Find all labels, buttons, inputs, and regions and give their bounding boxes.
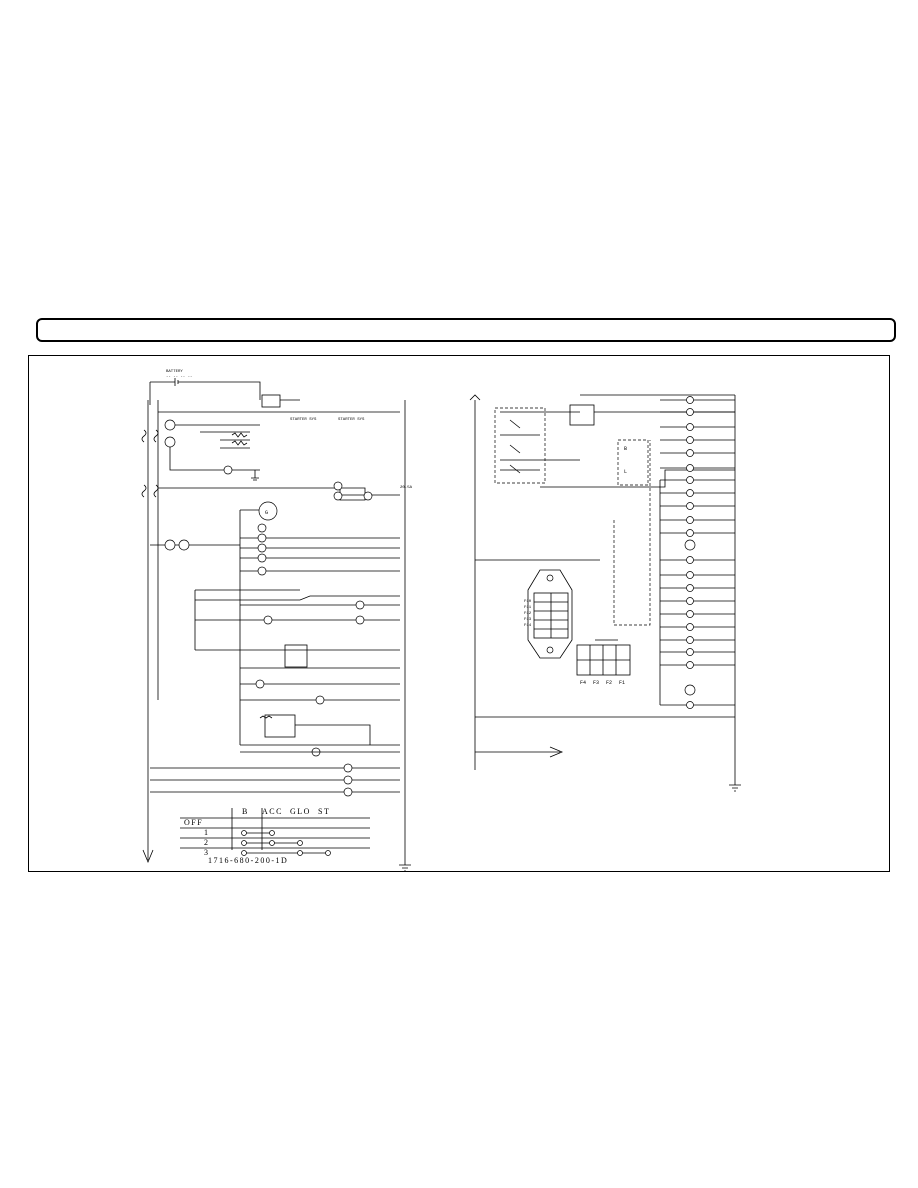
switch-link-node bbox=[269, 840, 275, 846]
output-terminal bbox=[686, 597, 694, 605]
output-terminal bbox=[686, 396, 694, 404]
relay-label-l: L bbox=[624, 469, 627, 475]
output-terminal bbox=[686, 584, 694, 592]
output-terminal bbox=[686, 610, 694, 618]
switch-row-2: 2 bbox=[204, 838, 210, 847]
output-terminal bbox=[686, 423, 694, 431]
output-terminal bbox=[686, 436, 694, 444]
generator-label: G bbox=[265, 510, 268, 516]
output-terminal bbox=[686, 476, 694, 484]
right-output-rows bbox=[660, 396, 735, 709]
battery-block: BATTERY -- -- -- -- bbox=[149, 370, 261, 405]
output-terminal bbox=[686, 623, 694, 631]
output-terminal bbox=[686, 648, 694, 656]
left-wiring-diagram: BATTERY -- -- -- -- STARTER SYS STARTER … bbox=[141, 370, 413, 872]
fuse-label-b1: F3 bbox=[593, 680, 599, 686]
output-terminal bbox=[686, 489, 694, 497]
starter-symbol bbox=[164, 419, 176, 431]
svg-text:BATTERY: BATTERY bbox=[166, 370, 183, 374]
svg-text:STARTER SYS: STARTER SYS bbox=[290, 418, 317, 422]
fuse-label-l1: F11 bbox=[524, 606, 532, 610]
output-terminal bbox=[686, 408, 694, 416]
output-terminal bbox=[686, 464, 694, 472]
switch-link-node bbox=[241, 850, 247, 856]
generator-symbol bbox=[258, 501, 278, 521]
relay-label-b: B bbox=[624, 446, 627, 452]
svg-text:-- -- -- --: -- -- -- -- bbox=[166, 375, 192, 379]
fuse-label-b3: F1 bbox=[619, 680, 625, 686]
fuse-label-l2: F12 bbox=[524, 612, 532, 616]
output-terminal bbox=[686, 701, 694, 709]
switch-row-3: 3 bbox=[204, 848, 210, 857]
fuse-block-upper: F10 F11 F12 F13 F14 bbox=[524, 569, 573, 659]
part-number: 1716-680-200-1D bbox=[208, 856, 288, 865]
output-terminal bbox=[686, 556, 694, 564]
output-terminal bbox=[686, 636, 694, 644]
relay-bl bbox=[617, 439, 649, 486]
switch-link-node bbox=[269, 830, 275, 836]
fuse-label-b0: F4 bbox=[580, 680, 586, 686]
output-terminal bbox=[686, 529, 694, 537]
switch-link-node bbox=[241, 840, 247, 846]
switch-link-node bbox=[297, 840, 303, 846]
output-terminal bbox=[686, 502, 694, 510]
title-bar bbox=[36, 318, 896, 342]
fuse-label-b2: F2 bbox=[606, 680, 612, 686]
relay-box bbox=[494, 407, 546, 484]
switch-row-off: OFF bbox=[184, 818, 203, 827]
switch-header-b: B bbox=[242, 807, 249, 816]
output-terminal bbox=[686, 516, 694, 524]
switch-header-acc: ACC bbox=[262, 807, 283, 816]
fuse-label-l0: F10 bbox=[524, 600, 532, 604]
switch-header-glo: GLO bbox=[290, 807, 311, 816]
right-wiring-diagram: B L F10 F11 F12 F13 F14 bbox=[469, 394, 741, 792]
switch-link-node bbox=[241, 830, 247, 836]
output-terminal bbox=[686, 571, 694, 579]
switch-link-node bbox=[297, 850, 303, 856]
bus-arrow bbox=[142, 849, 154, 864]
switch-header-st: ST bbox=[318, 807, 330, 816]
ignition-switch-table: B ACC GLO ST OFF 1 2 3 1716-680-200-1D bbox=[180, 807, 370, 865]
fuse-label-l3: F13 bbox=[524, 618, 532, 622]
switch-link-node bbox=[325, 850, 331, 856]
left-branch-rows bbox=[150, 533, 400, 797]
svg-text:20.5A: 20.5A bbox=[400, 486, 413, 490]
output-terminal bbox=[686, 449, 694, 457]
svg-text:STARTER SYS: STARTER SYS bbox=[338, 418, 365, 422]
switch-row-1: 1 bbox=[204, 828, 210, 837]
output-terminal bbox=[686, 661, 694, 669]
switch-links bbox=[241, 830, 331, 856]
fuse-block-lower: F4 F3 F2 F1 bbox=[576, 639, 631, 686]
fuse-label-l4: F14 bbox=[524, 624, 532, 628]
diagram-frame bbox=[28, 355, 890, 872]
